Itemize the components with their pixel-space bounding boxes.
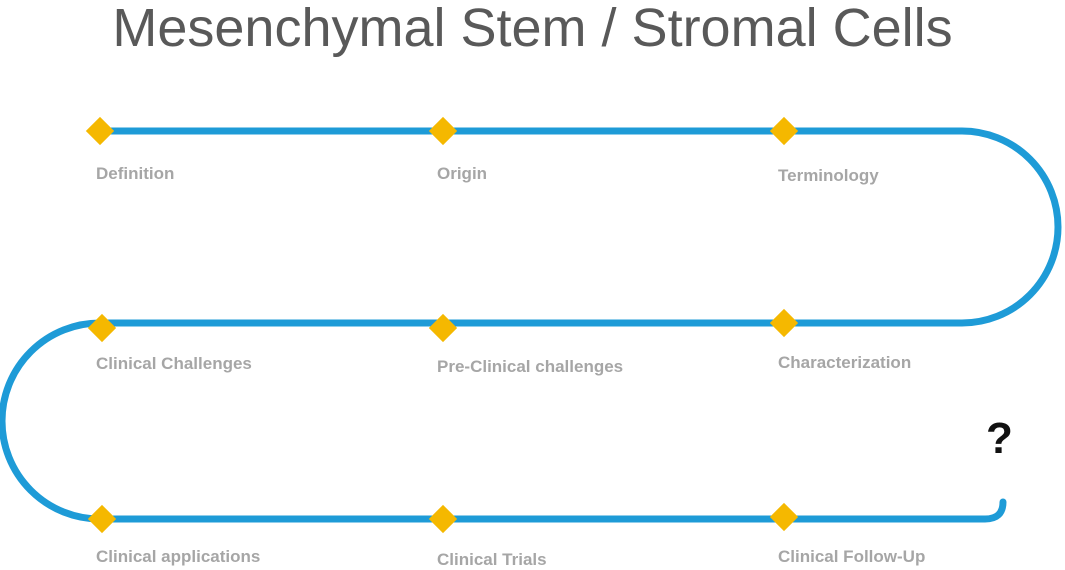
milestone-marker-clinical-trials [428, 504, 458, 534]
milestone-label-characterization: Characterization [778, 353, 912, 372]
milestone-marker-clinical-challenges [87, 313, 117, 343]
page-title: Mesenchymal Stem / Stromal Cells [112, 0, 953, 58]
milestone-label-definition: Definition [96, 164, 175, 183]
milestone-label-clinical-follow-up: Clinical Follow-Up [778, 547, 926, 566]
milestone-marker-clinical-applications [87, 504, 117, 534]
milestone-marker-definition [85, 116, 115, 146]
milestone-label-clinical-applications: Clinical applications [96, 547, 261, 566]
milestone-label-origin: Origin [437, 164, 488, 183]
milestone-marker-clinical-follow-up [769, 502, 799, 532]
milestone-marker-characterization [769, 308, 799, 338]
milestone-label-pre-clinical-challenges: Pre-Clinical challenges [437, 357, 624, 376]
timeline-path [0, 127, 1062, 523]
milestone-label-clinical-challenges: Clinical Challenges [96, 354, 252, 373]
milestone-label-terminology: Terminology [778, 166, 879, 185]
milestone-marker-terminology [769, 116, 799, 146]
milestone-marker-pre-clinical-challenges [428, 313, 458, 343]
question-mark-end-marker: ? [986, 414, 1013, 463]
milestone-label-clinical-trials: Clinical Trials [437, 550, 547, 569]
milestone-marker-origin [428, 116, 458, 146]
